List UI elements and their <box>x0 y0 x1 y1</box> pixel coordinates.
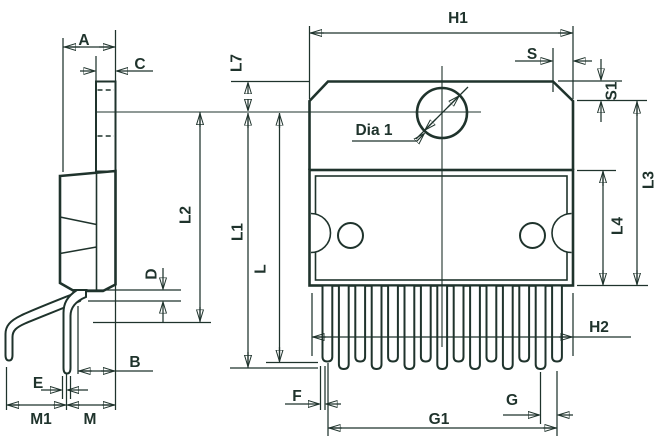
mold-circle-left <box>337 222 364 249</box>
dim-G1: G1 <box>327 363 557 436</box>
lead-pin <box>501 286 514 371</box>
lead-front-row <box>62 289 87 375</box>
lead-pin <box>337 286 350 371</box>
dim-L3: L3 <box>637 101 658 286</box>
lead-pin <box>403 286 416 371</box>
side-notch-left <box>310 212 332 254</box>
dim-S: S <box>515 46 592 92</box>
dim-label-S1: S1 <box>604 81 621 100</box>
dim-label-L1: L1 <box>230 223 247 241</box>
dim-A: A <box>62 30 117 410</box>
dim-label-A: A <box>78 32 89 49</box>
lead-pin <box>387 286 399 363</box>
dim-C: C <box>80 56 153 81</box>
dim-L2: L2 <box>93 112 211 324</box>
dim-L7: L7 <box>229 54 310 110</box>
lead-pin <box>534 286 547 371</box>
dim-L1: L1 <box>230 113 318 369</box>
lead-pin <box>452 286 465 363</box>
dim-label-L7: L7 <box>229 54 246 72</box>
dim-D: D <box>84 268 181 323</box>
dim-label-E: E <box>33 375 43 392</box>
lead-pin <box>518 286 531 363</box>
lead-pin <box>419 286 432 363</box>
lead-pin <box>370 286 383 371</box>
dim-H1: H1 <box>308 10 574 99</box>
dim-label-G: G <box>506 392 518 409</box>
dim-label-H2: H2 <box>589 319 609 336</box>
mounting-hole <box>415 86 469 140</box>
side-notch-right <box>551 212 572 254</box>
dim-M1-M: M1 M <box>5 367 116 428</box>
dim-label-F: F <box>292 388 301 405</box>
dim-label-L4: L4 <box>610 217 627 235</box>
dim-label-D: D <box>144 268 161 279</box>
lead-pin <box>469 286 481 371</box>
lead-pin <box>321 286 334 363</box>
dim-L4: L4 <box>577 169 648 287</box>
dim-label-M1: M1 <box>30 411 52 428</box>
dim-label-G1: G1 <box>429 411 450 428</box>
dim-B: B <box>77 306 153 374</box>
dim-label-L3: L3 <box>641 171 658 189</box>
lead-pin <box>551 286 563 363</box>
body-side <box>58 169 117 293</box>
dim-label-C: C <box>134 56 145 73</box>
dim-label-L: L <box>253 264 270 273</box>
hole-diameter-callout: Dia 1 <box>352 122 424 141</box>
dim-label-M: M <box>84 411 97 428</box>
dim-label-L2: L2 <box>178 206 195 224</box>
dim-F: F <box>285 366 341 410</box>
heatsink-tab-side <box>95 80 117 173</box>
lead-pin <box>485 286 498 363</box>
body-front <box>308 168 575 287</box>
leads <box>321 286 563 371</box>
side-view: A C L2 D <box>4 30 481 428</box>
dim-H2: H2 <box>311 293 631 356</box>
dim-label-B: B <box>129 354 140 371</box>
dim-S1: S1 <box>558 59 647 122</box>
dim-label-H1: H1 <box>448 10 468 27</box>
lead-pin <box>354 286 367 363</box>
dim-G: G <box>503 371 573 436</box>
dim-label-S: S <box>527 46 537 63</box>
dim-label-Dia1: Dia 1 <box>355 122 392 139</box>
dim-E: E <box>33 375 88 399</box>
mold-circle-right <box>519 222 546 249</box>
front-view: Dia 1 H1 S S1 <box>229 10 658 436</box>
tab-front-outline <box>308 80 575 170</box>
dim-L: L <box>253 113 318 364</box>
